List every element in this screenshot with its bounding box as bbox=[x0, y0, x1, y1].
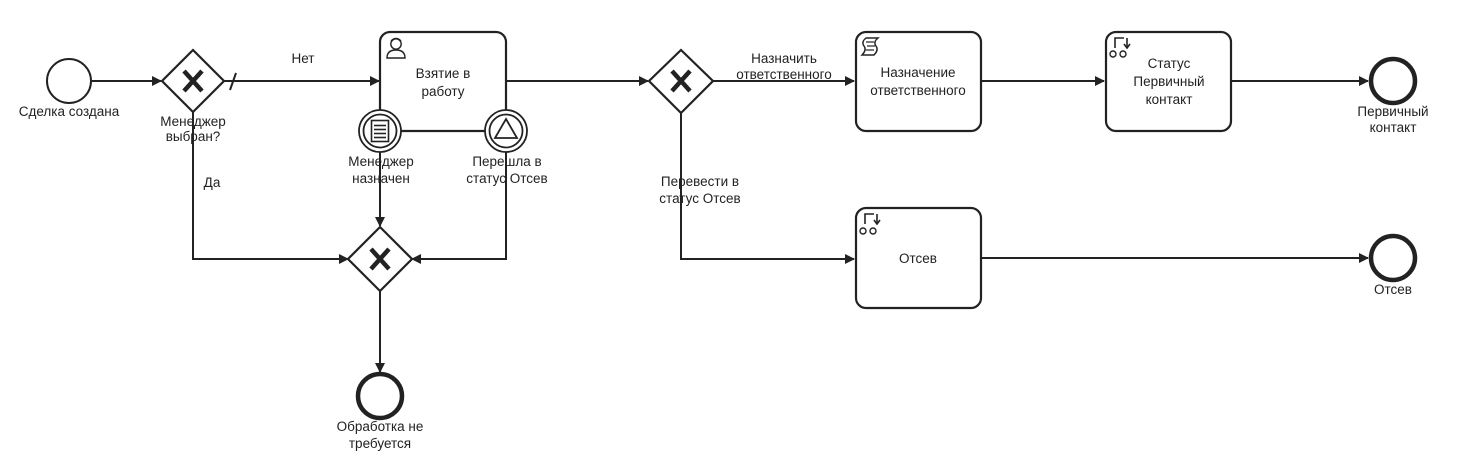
end-rejected-label: Отсев bbox=[1374, 282, 1412, 297]
script-icon bbox=[860, 37, 880, 56]
label-line: Назначить bbox=[751, 51, 817, 66]
label-line: Перешла в bbox=[472, 154, 541, 169]
start-event[interactable]: Сделка создана bbox=[19, 58, 120, 119]
flow-yes[interactable] bbox=[192, 112, 349, 264]
start-event-label: Сделка создана bbox=[19, 104, 120, 119]
gateway-merge[interactable] bbox=[346, 225, 414, 293]
sequence-flows bbox=[92, 72, 1369, 373]
label-line: статус Отсев bbox=[659, 191, 740, 206]
label-line: Отсев bbox=[1374, 282, 1412, 297]
label-line: Нет bbox=[292, 51, 315, 66]
label-line: Первичный bbox=[1133, 74, 1204, 89]
label-line: выбран? bbox=[166, 129, 221, 144]
exclusive-x-icon bbox=[670, 69, 692, 93]
label-line: ответственного bbox=[870, 83, 966, 98]
label-line: назначен bbox=[352, 171, 410, 186]
label-line: статус Отсев bbox=[466, 171, 547, 186]
task-take-into-work[interactable]: Взятие в работу bbox=[378, 30, 508, 133]
flow-no-label: Нет bbox=[292, 51, 315, 66]
end-event-no-processing[interactable]: Обработка не требуется bbox=[337, 371, 424, 451]
flow-reject-label: Перевести в статус Отсев bbox=[659, 174, 740, 206]
signal-icon bbox=[493, 117, 519, 139]
task-rejected-label: Отсев bbox=[899, 251, 937, 266]
label-line: контакт bbox=[1370, 120, 1417, 135]
exclusive-x-icon bbox=[182, 69, 204, 93]
boundary-status-label: Перешла в статус Отсев bbox=[466, 154, 547, 186]
boundary-event-manager-assigned[interactable]: Менеджер назначен bbox=[348, 109, 414, 186]
flow-yes-label: Да bbox=[204, 175, 221, 190]
label-line: Назначение bbox=[880, 65, 955, 80]
end-event-rejected[interactable]: Отсев bbox=[1368, 233, 1418, 297]
end-no-processing-label: Обработка не требуется bbox=[337, 419, 424, 451]
subprocess-icon bbox=[1109, 37, 1131, 58]
task-rejected[interactable]: Отсев bbox=[854, 206, 983, 310]
label-line: Первичный bbox=[1357, 104, 1428, 119]
label-line: требуется bbox=[349, 436, 411, 451]
label-line: Статус bbox=[1148, 56, 1191, 71]
task-assign-label: Назначение ответственного bbox=[870, 65, 966, 98]
boundary-event-status-rejected[interactable]: Перешла в статус Отсев bbox=[466, 109, 548, 186]
user-icon bbox=[386, 37, 406, 59]
label-line: Менеджер bbox=[160, 114, 226, 129]
label-line: ответственного bbox=[736, 67, 832, 82]
task-assign-responsible[interactable]: Назначение ответственного bbox=[854, 30, 983, 133]
default-flow-slash bbox=[229, 72, 237, 91]
task-take-label: Взятие в работу bbox=[416, 66, 471, 99]
label-line: Менеджер bbox=[348, 154, 414, 169]
label-line: Перевести в bbox=[661, 174, 739, 189]
label-line: работу bbox=[421, 84, 464, 99]
label-line: Отсев bbox=[899, 251, 937, 266]
exclusive-x-icon bbox=[369, 247, 391, 271]
conditional-icon bbox=[370, 119, 390, 143]
boundary-manager-label: Менеджер назначен bbox=[348, 154, 414, 186]
flow-status-rejected[interactable] bbox=[411, 147, 507, 264]
subprocess-icon bbox=[859, 213, 881, 235]
flow-reject[interactable] bbox=[680, 113, 855, 264]
label-line: Обработка не bbox=[337, 419, 424, 434]
label-line: Взятие в bbox=[416, 66, 471, 81]
label-line: контакт bbox=[1146, 92, 1193, 107]
label-line: Сделка создана bbox=[19, 104, 120, 119]
label-line: Да bbox=[204, 175, 221, 190]
gateway-route[interactable] bbox=[647, 48, 715, 115]
